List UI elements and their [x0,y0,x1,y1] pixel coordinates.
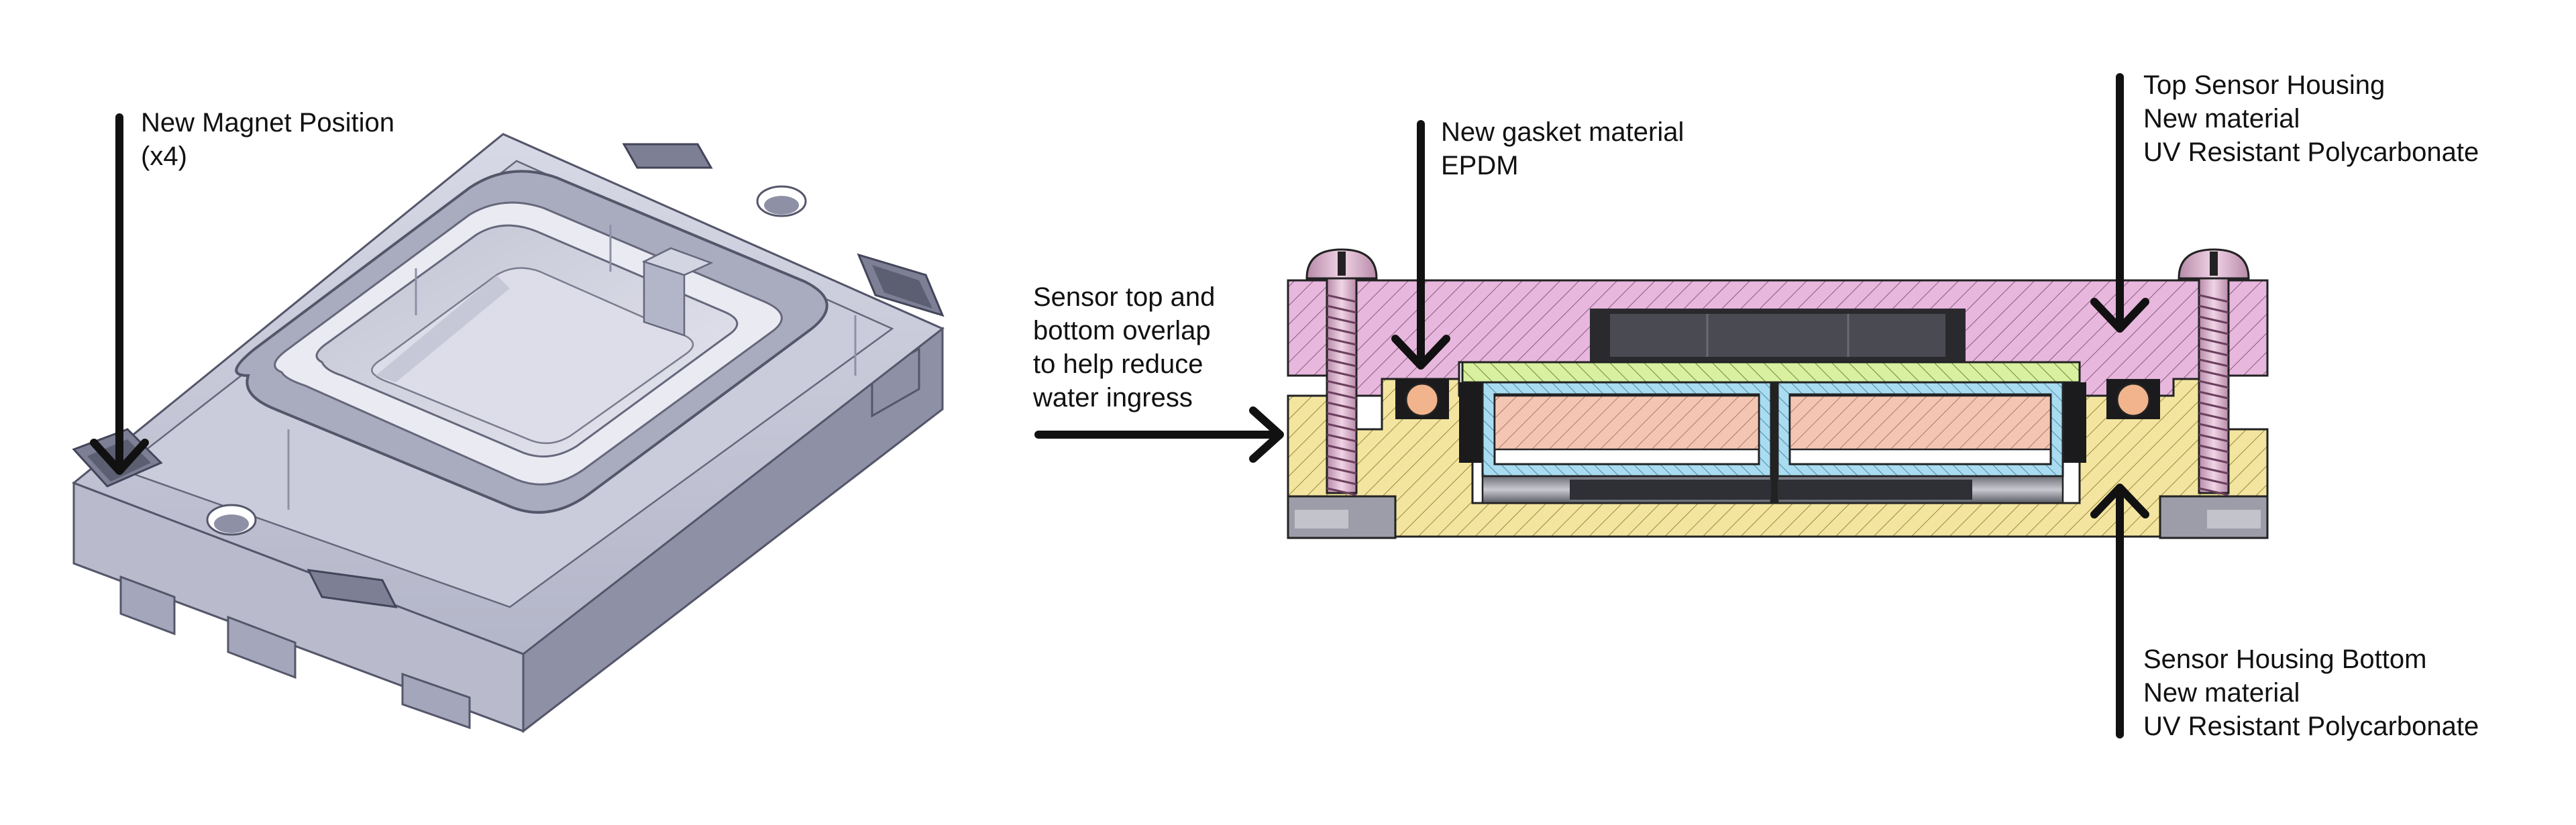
magnet-label-line-1: New Magnet Position [141,108,394,138]
screw-thread [1326,487,1357,496]
screw-thread [2198,487,2229,496]
arrows [90,73,2149,738]
screw-thread [1326,315,1357,325]
screw-thread [2198,455,2229,464]
screw-thread [2198,433,2229,443]
top-housing-label: Top Sensor Housing New material UV Resis… [2143,68,2479,169]
bottom-housing-label-line-1: Sensor Housing Bottom [2143,645,2427,674]
overlap-label-line-1: Sensor top and [1033,282,1216,312]
overlap-label-line-2: bottom overlap [1033,316,1211,345]
screw-thread [1326,369,1357,378]
bottom-housing-label-line-2: New material [2143,678,2300,708]
sensor-cell-left [1493,394,1760,451]
gasket-label-line-2: EPDM [1441,151,1519,180]
screw-right [2178,248,2250,494]
top-housing-label-line-2: New material [2143,104,2300,133]
top-housing-label-line-3: UV Resistant Polycarbonate [2143,138,2479,167]
screw-thread [1326,433,1357,443]
screw-thread [1326,423,1357,432]
screw-thread [1326,294,1357,303]
overlap-label-line-4: water ingress [1033,383,1193,412]
isometric-housing-view [72,133,945,734]
screw-thread [2198,315,2229,325]
screw-thread [2198,305,2229,314]
screw-thread [1326,347,1357,357]
screw-thread [2198,326,2229,335]
gasket-plate [1461,361,2081,384]
screw-thread [2198,380,2229,389]
screw-thread [1326,337,1357,346]
screw-thread [1326,455,1357,464]
screw-thread [2198,412,2229,421]
screw-thread [1326,401,1357,410]
cross-section-view [1287,248,2269,539]
screw-thread [1326,380,1357,389]
magnet-label: New Magnet Position (x4) [141,106,394,173]
screw-thread [1326,444,1357,453]
sensor-cell-right [1788,394,2052,451]
screw-thread [1326,412,1357,421]
screw-thread [1326,465,1357,475]
screw-thread [1326,390,1357,400]
magnet-label-line-2: (x4) [141,142,187,171]
screw-thread [1326,305,1357,314]
screw-thread [2198,465,2229,475]
screw-thread [2198,444,2229,453]
screw-thread [2198,358,2229,368]
screw-thread [2198,390,2229,400]
screw-thread [2198,337,2229,346]
gasket-label-line-1: New gasket material [1441,117,1684,147]
screw-thread [2198,401,2229,410]
o-ring-right [2116,382,2151,417]
screw-thread [1326,476,1357,486]
screw-thread [2198,294,2229,303]
screw-thread [1326,358,1357,368]
overlap-label-line-3: to help reduce [1033,349,1203,379]
top-housing-label-line-1: Top Sensor Housing [2143,70,2385,100]
overlap-label: Sensor top and bottom overlap to help re… [1033,280,1215,415]
gasket-label: New gasket material EPDM [1441,115,1684,182]
screw-thread [2198,347,2229,357]
bottom-housing-label-line-3: UV Resistant Polycarbonate [2143,712,2479,741]
screw-thread [1326,326,1357,335]
screw-thread [2198,423,2229,432]
screw-thread [2198,369,2229,378]
o-ring-left [1405,382,1440,417]
bottom-housing-label: Sensor Housing Bottom New material UV Re… [2143,643,2479,743]
screw-thread [2198,476,2229,486]
